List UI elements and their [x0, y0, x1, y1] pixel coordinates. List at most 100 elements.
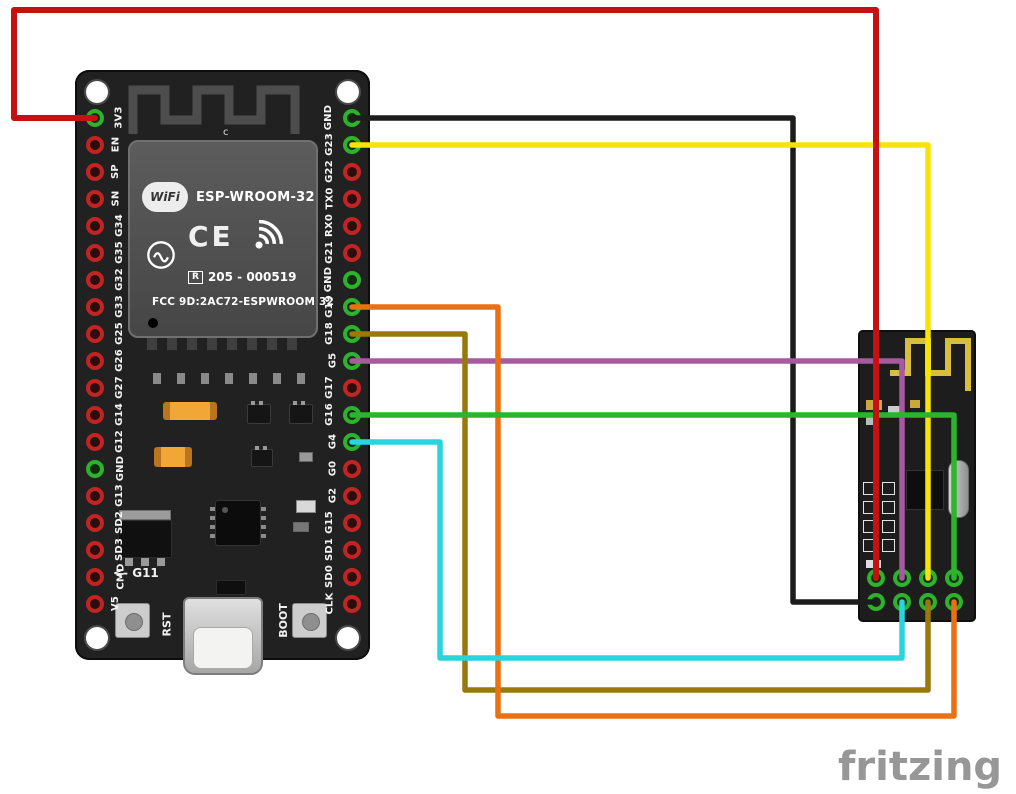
pin-pad[interactable] [86, 405, 104, 424]
crystal-oscillator [948, 460, 969, 518]
esp32-pin-gnd[interactable]: GND [313, 266, 365, 293]
esp32-pin-g26[interactable]: G26 [86, 347, 156, 374]
nrf24-pin-pad[interactable] [867, 569, 885, 587]
pin-pad[interactable] [86, 378, 104, 397]
pin-pad[interactable] [343, 243, 361, 262]
esp32-pin-g22[interactable]: G22 [313, 158, 365, 185]
pin-pad[interactable] [343, 351, 361, 370]
esp32-pin-3v3[interactable]: 3V3 [86, 104, 156, 131]
esp32-pin-clk[interactable]: CLK [313, 590, 365, 617]
pin-pad[interactable] [86, 486, 104, 505]
pin-pad[interactable] [86, 459, 104, 478]
esp32-pin-g17[interactable]: G17 [313, 374, 365, 401]
wire-purple-g5[interactable] [349, 358, 905, 581]
pin-pad[interactable] [86, 270, 104, 289]
esp32-pin-g32[interactable]: G32 [86, 266, 156, 293]
pin-pad[interactable] [86, 513, 104, 532]
nrf24-pin-pad[interactable] [919, 593, 937, 611]
pin-pad[interactable] [86, 162, 104, 181]
esp32-pin-g18[interactable]: G18 [313, 320, 365, 347]
pin-pad[interactable] [343, 162, 361, 181]
pin-pad[interactable] [343, 270, 361, 289]
esp32-pin-sd3[interactable]: SD3 [86, 536, 156, 563]
esp32-pin-cmd[interactable]: CMD [86, 563, 156, 590]
nrf24-pin-pad[interactable] [945, 593, 963, 611]
nrf24-pin-pad[interactable] [867, 593, 885, 611]
esp32-pin-g14[interactable]: G14 [86, 401, 156, 428]
pin-pad[interactable] [86, 594, 104, 613]
esp32-pin-en[interactable]: EN [86, 131, 156, 158]
pin-pad[interactable] [86, 216, 104, 235]
wire-yellow-g23[interactable] [349, 142, 931, 581]
pin-pad[interactable] [343, 216, 361, 235]
pin-pad[interactable] [86, 297, 104, 316]
pin-label: G17 [324, 376, 336, 399]
esp32-devkit-board[interactable]: c WiFi ESP-WROOM-32 CE R 205 - 000519 FC… [75, 70, 370, 675]
esp32-pin-tx0[interactable]: TX0 [313, 185, 365, 212]
esp32-pin-sn[interactable]: SN [86, 185, 156, 212]
pin-pad[interactable] [86, 135, 104, 154]
pin-label: G13 [113, 484, 125, 507]
pin-pad[interactable] [343, 135, 361, 154]
esp32-pin-g16[interactable]: G16 [313, 401, 365, 428]
wire-olive-g18[interactable] [349, 331, 931, 693]
esp32-pin-g15[interactable]: G15 [313, 509, 365, 536]
pin-pad[interactable] [86, 432, 104, 451]
esp32-pin-gnd[interactable]: GND [313, 104, 365, 131]
esp32-pin-gnd[interactable]: GND [86, 455, 156, 482]
nrf24-pin-pad[interactable] [945, 569, 963, 587]
pin-pad[interactable] [86, 108, 104, 127]
pin-pad[interactable] [86, 351, 104, 370]
nrf24-pin-pad[interactable] [893, 593, 911, 611]
pin-label: G19 [324, 295, 336, 318]
pin-pad[interactable] [343, 108, 361, 127]
esp32-pin-g34[interactable]: G34 [86, 212, 156, 239]
esp32-pin-g0[interactable]: G0 [313, 455, 365, 482]
pin-pad[interactable] [343, 594, 361, 613]
esp32-pin-g23[interactable]: G23 [313, 131, 365, 158]
esp32-pin-g27[interactable]: G27 [86, 374, 156, 401]
esp32-pin-sd1[interactable]: SD1 [313, 536, 365, 563]
pin-pad[interactable] [343, 459, 361, 478]
wire-black-gnd[interactable] [349, 115, 879, 605]
rst-button[interactable] [115, 603, 150, 638]
esp32-pin-g33[interactable]: G33 [86, 293, 156, 320]
nrf24-pin-pad[interactable] [893, 569, 911, 587]
esp32-pin-g5[interactable]: G5 [313, 347, 365, 374]
esp32-pin-v5[interactable]: V5 [86, 590, 156, 617]
pin-pad[interactable] [343, 378, 361, 397]
esp32-pin-g35[interactable]: G35 [86, 239, 156, 266]
esp32-pin-sp[interactable]: SP [86, 158, 156, 185]
pin-pad[interactable] [343, 567, 361, 586]
pin-pad[interactable] [86, 567, 104, 586]
pin-pad[interactable] [86, 324, 104, 343]
esp32-pin-rx0[interactable]: RX0 [313, 212, 365, 239]
esp32-pin-g4[interactable]: G4 [313, 428, 365, 455]
pin-label: G23 [324, 133, 336, 156]
pin-pad[interactable] [86, 189, 104, 208]
esp32-pin-g21[interactable]: G21 [313, 239, 365, 266]
pin-pad[interactable] [343, 405, 361, 424]
esp32-pin-sd2[interactable]: SD2 [86, 509, 156, 536]
esp32-pin-g13[interactable]: G13 [86, 482, 156, 509]
boot-button[interactable] [292, 603, 327, 638]
pin-pad[interactable] [343, 540, 361, 559]
pin-pad[interactable] [343, 513, 361, 532]
pin-pad[interactable] [343, 486, 361, 505]
pin-pad[interactable] [343, 189, 361, 208]
pin-pad[interactable] [343, 324, 361, 343]
pin-pad[interactable] [343, 297, 361, 316]
esp32-pin-g19[interactable]: G19 [313, 293, 365, 320]
pin-pad[interactable] [343, 432, 361, 451]
wire-cyan-g4[interactable] [349, 439, 905, 661]
pin-pad[interactable] [86, 243, 104, 262]
mounting-hole [337, 627, 359, 649]
pin-pad[interactable] [86, 540, 104, 559]
esp32-pin-g25[interactable]: G25 [86, 320, 156, 347]
nrf24l01-module[interactable] [858, 330, 976, 622]
esp32-pin-g12[interactable]: G12 [86, 428, 156, 455]
esp32-pin-g2[interactable]: G2 [313, 482, 365, 509]
silk-square [863, 482, 876, 495]
nrf24-pin-pad[interactable] [919, 569, 937, 587]
esp32-pin-sd0[interactable]: SD0 [313, 563, 365, 590]
